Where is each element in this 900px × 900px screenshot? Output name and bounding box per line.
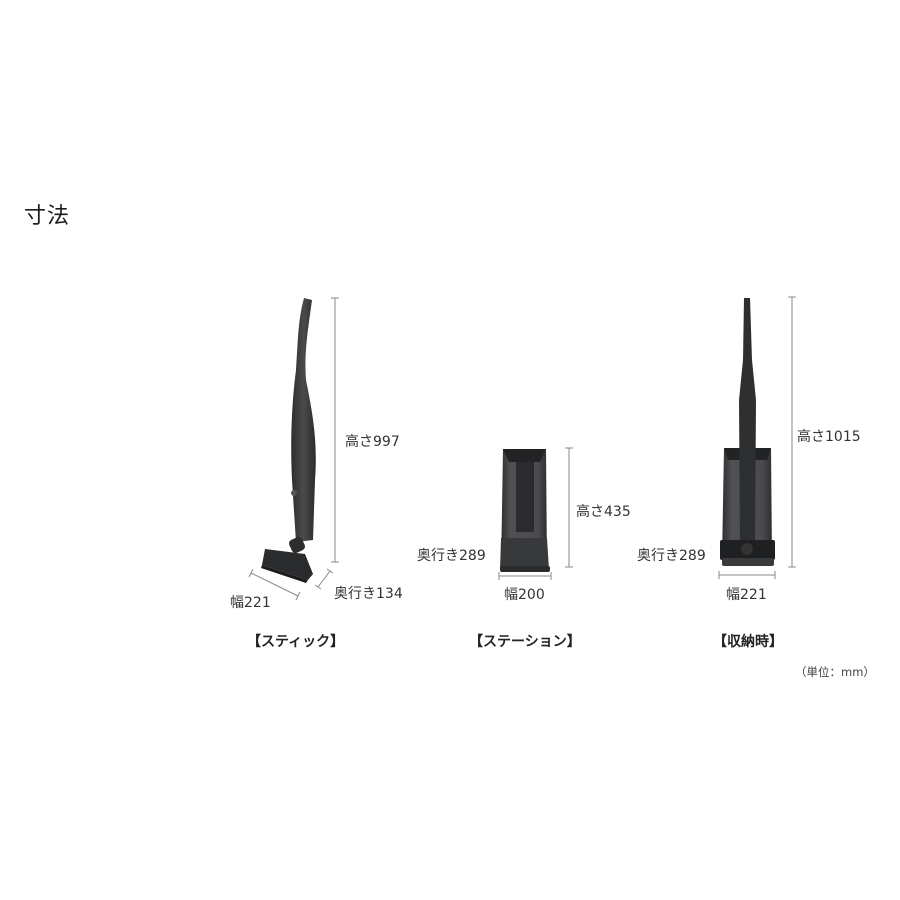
station-width-line xyxy=(498,572,552,580)
station-height-label: 高さ435 xyxy=(576,504,631,520)
stick-width-line xyxy=(248,568,301,601)
stick-depth-label: 奥行き134 xyxy=(334,586,403,602)
stick-vacuum-image xyxy=(261,298,316,583)
station-height-line xyxy=(565,447,573,568)
station-width-label: 幅200 xyxy=(504,587,545,603)
unit-note: （単位：mm） xyxy=(795,665,875,679)
station-caption: 【ステーション】 xyxy=(469,634,581,650)
stick-depth-line xyxy=(314,568,334,590)
stick-caption: 【スティック】 xyxy=(247,634,345,650)
stick-height-line xyxy=(331,297,339,563)
stored-depth-label: 奥行き289 xyxy=(637,548,706,564)
stored-width-label: 幅221 xyxy=(726,587,767,603)
stored-height-label: 高さ1015 xyxy=(797,429,861,445)
station-depth-label: 奥行き289 xyxy=(417,548,486,564)
stored-caption: 【収納時】 xyxy=(713,634,783,650)
stored-height-line xyxy=(788,296,796,568)
stick-width-label: 幅221 xyxy=(230,595,271,611)
stored-width-line xyxy=(718,571,776,579)
stored-image xyxy=(720,298,775,566)
station-image xyxy=(500,449,550,572)
page-title: 寸法 xyxy=(24,204,71,229)
stick-height-label: 高さ997 xyxy=(345,434,400,450)
